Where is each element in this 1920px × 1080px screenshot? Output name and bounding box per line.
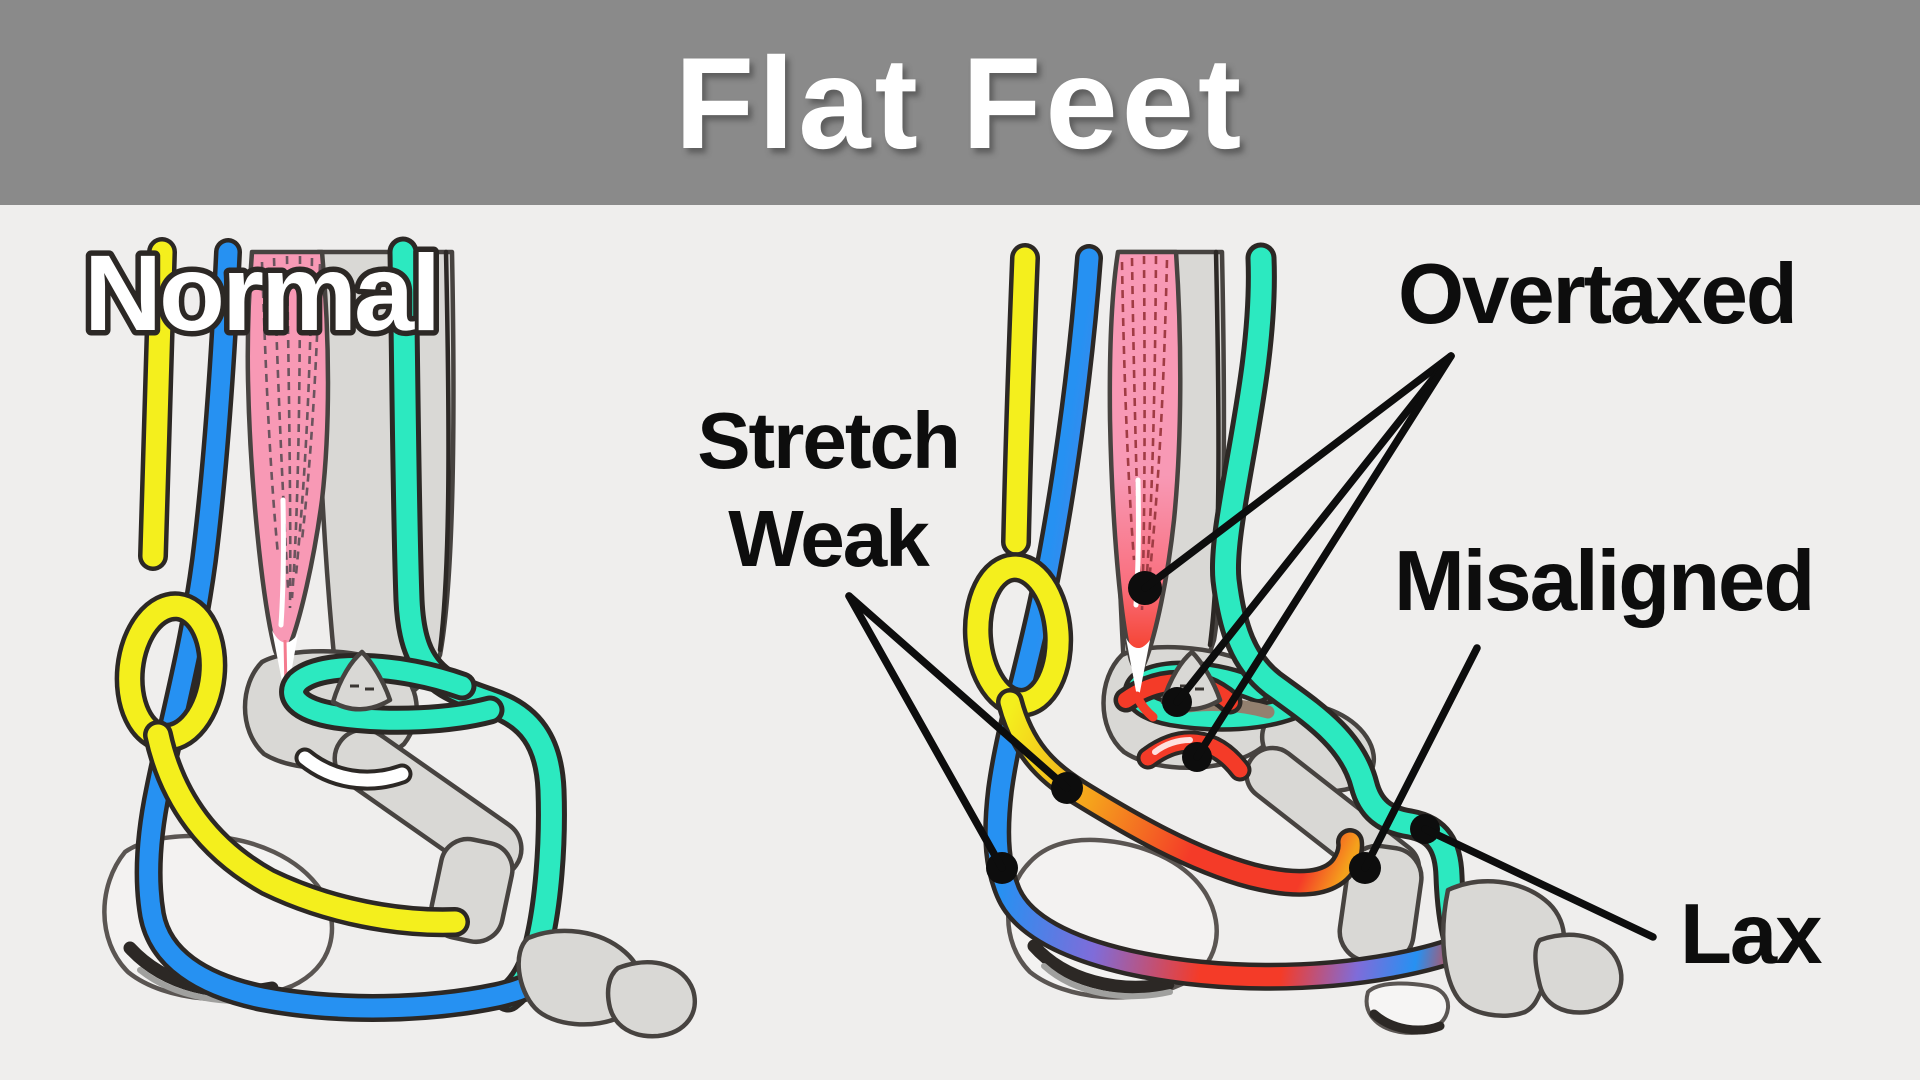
- misaligned-pointer: [1361, 644, 1481, 872]
- teal-stirrup: [284, 657, 500, 730]
- stretch-weak-label: Stretch Weak: [628, 392, 1028, 588]
- overtaxed-label: Overtaxed: [1398, 247, 1798, 342]
- heel-shadow-echo: [1041, 963, 1173, 1000]
- muscle-tendon-tip: [1126, 638, 1150, 702]
- toe-phalanx-bone: [605, 960, 697, 1039]
- toe-phalanx-bone: [1533, 932, 1624, 1015]
- muscle-fiber: [1143, 255, 1158, 599]
- muscle-fiber: [1140, 255, 1146, 611]
- overtaxed-pointer-1: [1141, 352, 1455, 592]
- muscle-fiber: [285, 255, 292, 609]
- muscle-tip-red: [1132, 691, 1158, 722]
- muscle-fiber: [272, 257, 290, 589]
- blue-tendon: [139, 242, 538, 1018]
- yellow-arch-tendon: [147, 724, 466, 933]
- stretch-weak-line2: Weak: [728, 494, 930, 583]
- stretch-weak-pointer-1: [845, 592, 1071, 792]
- misaligned-label: Misaligned: [1394, 534, 1815, 629]
- flat-foot-illustration: [845, 242, 1657, 1035]
- muscle-highlight: [278, 497, 286, 628]
- overtaxed-pointer-3: [1193, 352, 1455, 761]
- page-title: Flat Feet: [674, 29, 1246, 176]
- muscle-fiber: [290, 255, 302, 599]
- yellow-tendon-upper: [142, 241, 173, 567]
- tibia-edge: [1207, 249, 1221, 648]
- teal-tendon: [1214, 247, 1469, 954]
- sesamoid-bump: [330, 649, 393, 712]
- lax-pointer: [1421, 825, 1657, 941]
- overtaxed-pointer-2: [1173, 352, 1455, 706]
- muscle-fiber: [294, 257, 314, 576]
- muscle-fiber: [1120, 261, 1136, 561]
- annotation-lines: [845, 352, 1657, 941]
- ankle-ligament-white: [298, 751, 409, 787]
- muscle-fiber: [300, 263, 322, 541]
- lax-label: Lax: [1680, 887, 1822, 982]
- yellow-tendon-upper: [1005, 247, 1036, 553]
- title-banner: Flat Feet: [0, 0, 1920, 205]
- ligament-highlight: [1152, 737, 1193, 755]
- stretch-weak-pointer-2: [845, 592, 1006, 872]
- normal-label: Normal: [84, 232, 438, 353]
- ball-pad-crescent: [1369, 1009, 1445, 1035]
- heel-shadow-crescent: [1027, 939, 1175, 994]
- muscle-fiber: [260, 261, 280, 556]
- muscle-fiber: [1148, 259, 1169, 573]
- stretch-weak-line1: Stretch: [697, 396, 961, 485]
- sesamoid-dashes: [350, 684, 374, 691]
- normal-foot-illustration: Normal: [79, 227, 697, 1039]
- big-toe-bone: [1441, 879, 1567, 1018]
- tibia-edge: [437, 249, 451, 653]
